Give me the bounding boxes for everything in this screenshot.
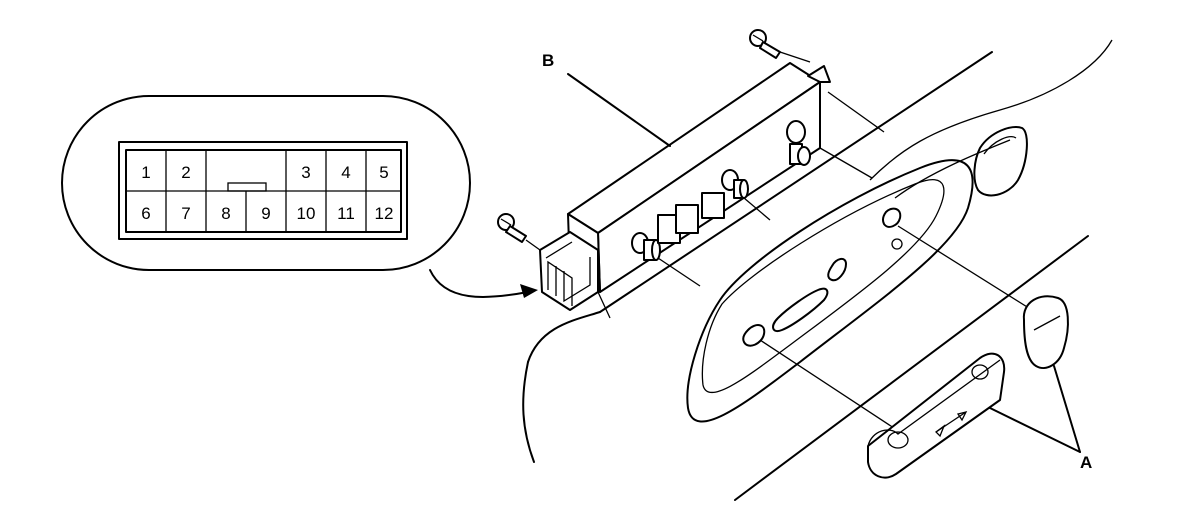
pin-4: 4 [341, 163, 350, 182]
connector-face-outer [118, 141, 408, 240]
trim-oval-outer [686, 159, 974, 423]
pin-5: 5 [379, 163, 388, 182]
pin-1: 1 [141, 163, 150, 182]
pin-8: 8 [221, 204, 230, 223]
pin-10: 10 [297, 204, 316, 223]
inset-outline [61, 95, 471, 271]
seat-side-trim [522, 39, 1113, 501]
knob-slide [867, 352, 1006, 479]
mount-hole [891, 238, 903, 250]
knob-4 [786, 120, 811, 166]
pin-11: 11 [337, 204, 355, 223]
callout-b: B [542, 51, 554, 70]
pin-3: 3 [301, 163, 310, 182]
leader-a-2 [1053, 365, 1081, 453]
knob-recline [1022, 295, 1069, 369]
alignment-lines [525, 51, 1033, 433]
knob-3 [701, 169, 749, 219]
screw-upper [749, 29, 781, 59]
pin-6: 6 [141, 204, 150, 223]
knob-1 [631, 232, 661, 261]
connector-inset: 1 2 3 4 5 6 7 8 9 10 11 12 [61, 95, 471, 271]
leader-b [567, 73, 671, 147]
switch-assembly [539, 62, 831, 311]
pin-9: 9 [261, 204, 270, 223]
upper-slot [881, 207, 902, 228]
trim-oval-inner [701, 179, 945, 394]
leader-a-1 [989, 407, 1081, 453]
pin-12: 12 [375, 204, 394, 223]
lower-slot [742, 324, 766, 347]
recline-slot [827, 258, 847, 282]
pin-2: 2 [181, 163, 190, 182]
inset-arrow [429, 269, 538, 299]
slider-slot [772, 287, 829, 332]
connector-key [227, 182, 267, 192]
callout-a: A [1080, 453, 1092, 472]
knob-2 [657, 204, 699, 244]
screw-lower [497, 213, 527, 243]
bolster-pad [973, 126, 1028, 197]
pin-7: 7 [181, 204, 190, 223]
